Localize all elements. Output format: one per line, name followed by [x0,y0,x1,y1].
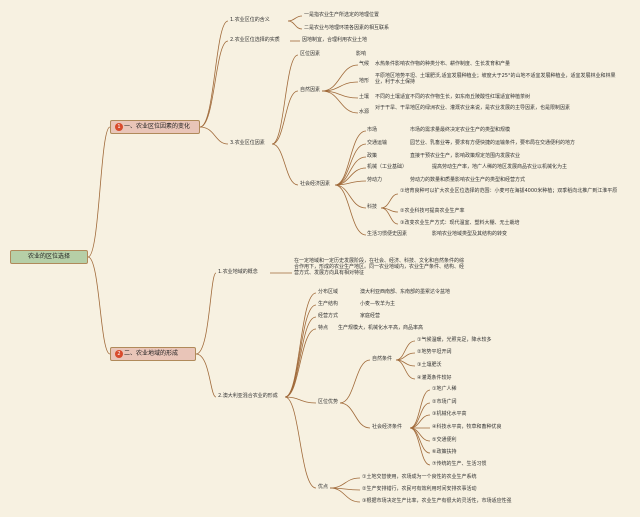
labor-label[interactable]: 劳动力 [367,177,383,183]
adv-social-1[interactable]: ①地广人稀 [432,386,457,392]
tech-label[interactable]: 科技 [367,204,378,210]
feature-label[interactable]: 特点 [318,325,329,331]
adv-natural-1[interactable]: ①气候温暖，光照充足，降水较多 [417,337,492,343]
merit-3[interactable]: ③根据市场决定生产比率，农业生产有很大的灵活性，市场适应性强 [362,498,512,504]
adv-social-6[interactable]: ⑥政策扶持 [432,449,457,455]
soil-desc[interactable]: 不同的土壤适宜不同的农作物生长，如东南丘陵酸性红壤适宜种植茶树 [375,94,531,100]
adv-natural-3[interactable]: ③土壤肥沃 [417,362,442,368]
adv-natural-2[interactable]: ②地势平坦开阔 [417,349,452,355]
transport-desc[interactable]: 园艺业、乳畜业等，要求有方便快捷的运输条件，要布局在交通便利的地方 [410,140,576,146]
water-label[interactable]: 水源 [359,109,370,115]
australia-label[interactable]: 2.澳大利亚混合农业的形成 [218,393,278,399]
habit-desc[interactable]: 影响农业地域类型及其结构的转变 [432,231,508,237]
branch-1-node[interactable]: 1 一、农业区位因素的变化 [110,120,200,134]
location-factor-group[interactable]: 区位因素 [300,51,321,57]
distribution-desc[interactable]: 澳大利亚西南部、东南部的墨累达令盆地 [360,289,451,295]
number-badge-2: 2 [115,350,123,358]
structure-desc[interactable]: 小麦—牧羊为主 [360,301,396,307]
b1-item-2-child[interactable]: 因地制宜，合理利用农业土地 [302,37,368,43]
adv-social-7[interactable]: ⑦传统的生产、生活习惯 [432,461,487,467]
number-badge-1: 1 [115,123,123,131]
influence-label[interactable]: 影响 [356,51,367,57]
tech-item-3[interactable]: ③改变农业生产方式：现代温室、塑料大棚、无土栽培 [400,220,520,226]
branch-2-title: 二、农业地域的形成 [124,350,179,357]
market-label[interactable]: 市场 [367,127,378,133]
b1-item-1[interactable]: 1.农业区位的含义 [230,17,270,23]
transport-label[interactable]: 交通运输 [367,140,388,146]
merit-1[interactable]: ①土地交替使用，农场成为一个良性的农业生产系统 [362,474,477,480]
b1-item-1-child-2[interactable]: 二是农业与地理环境各因素的相互联系 [304,25,390,31]
adv-social-5[interactable]: ⑤交通便利 [432,437,457,443]
root-label: 农业的区位选择 [27,253,70,260]
b1-item-2[interactable]: 2.农业区位选择的实质 [230,37,280,43]
operation-desc[interactable]: 家庭经营 [360,313,381,319]
terrain-desc[interactable]: 平原地区地势平坦、土壤肥沃,适宜发展种植业；坡度大于25°的山地不适宜发展种植业… [375,73,616,85]
branch-2-node[interactable]: 2 二、农业地域的形成 [110,347,196,361]
structure-label[interactable]: 生产结构 [318,301,339,307]
advantage-label[interactable]: 区位优势 [318,399,339,405]
b1-item-1-child-1[interactable]: 一是指农业生产所选定的地理位置 [304,12,380,18]
merit-label[interactable]: 优点 [318,484,329,490]
operation-label[interactable]: 经营方式 [318,313,339,319]
machinery-desc[interactable]: 提高劳动生产率，地广人稀的地区发展商品农业以机械化为主 [432,164,568,170]
tech-item-1[interactable]: ①培育良种可以扩大农业区位选择的范围：小麦可在海拔4000米种植；双季稻向北推广… [400,188,618,194]
social-factors-label[interactable]: 社会经济因素 [300,181,331,187]
branch-1-title: 一、农业区位因素的变化 [124,123,191,130]
market-desc[interactable]: 市场的需求量最终决定农业生产的类型和规模 [410,127,511,133]
water-desc[interactable]: 对于干旱、干旱地区的绿洲农业、灌溉农业来说，是农业发展的主导因素，也是限制因素 [375,105,571,111]
tech-item-2[interactable]: ②农业科技可提高农业生产率 [400,208,465,214]
adv-natural-label[interactable]: 自然条件 [372,356,393,362]
policy-label[interactable]: 政策 [367,153,378,159]
climate-label[interactable]: 气候 [359,61,370,67]
merit-2[interactable]: ②生产安排错行，农民可有效利用时间安排农事活动 [362,486,477,492]
policy-desc[interactable]: 直接干预农业生产，影响政策规定范围内发展农业 [410,153,521,159]
root-node[interactable]: 农业的区位选择 [10,250,88,264]
habit-label[interactable]: 生活习惯便史因素 [367,231,408,237]
adv-natural-4[interactable]: ④灌溉条件较好 [417,375,452,381]
soil-label[interactable]: 土壤 [359,94,370,100]
concept-text[interactable]: 在一定地域和一定历史发展阶段，在社会、经济、科技、文化和自然条件的综合作用下，形… [294,258,465,276]
feature-desc[interactable]: 生产规模大，机械化水平高，商品率高 [338,325,424,331]
adv-social-3[interactable]: ③机械化水平高 [432,411,467,417]
adv-social-label[interactable]: 社会经济条件 [372,424,403,430]
b1-item-3[interactable]: 3.农业区位因素 [230,140,265,146]
labor-desc[interactable]: 劳动力的数量和质量影响农业生产的类型和经营方式 [410,177,526,183]
terrain-label[interactable]: 地形 [359,78,370,84]
adv-social-4[interactable]: ④科技水平高，牧草和畜种优良 [432,424,502,430]
natural-factors-label[interactable]: 自然因素 [300,87,321,93]
adv-social-2[interactable]: ②市场广阔 [432,399,457,405]
distribution-label[interactable]: 分布区域 [318,289,339,295]
climate-desc[interactable]: 水热条件影响农作物的种类分布、耕作制度、生长发育和产量 [375,61,511,67]
machinery-label[interactable]: 机械（工业基础） [367,164,408,170]
concept-label[interactable]: 1.农业地域的概念 [218,269,258,275]
